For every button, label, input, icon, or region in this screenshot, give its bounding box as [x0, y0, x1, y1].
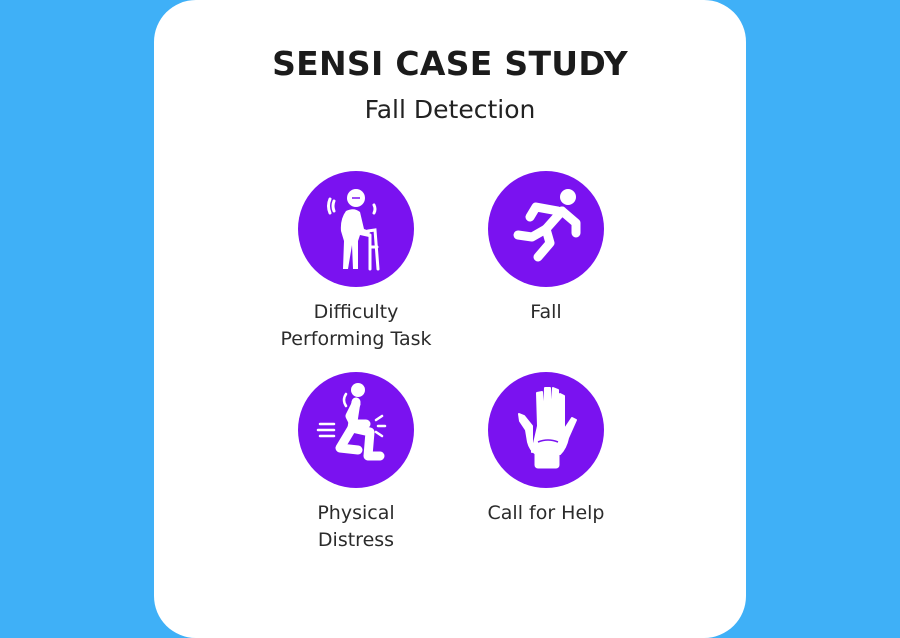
feature-label: Fall	[436, 299, 656, 326]
falling-person-icon	[488, 171, 604, 287]
feature-label: Physical Distress	[246, 500, 466, 554]
feature-label-line: Call for Help	[487, 502, 605, 524]
raised-hand-icon	[488, 372, 604, 488]
feature-label-line: Performing Task	[280, 328, 432, 350]
feature-label-line: Distress	[317, 529, 395, 551]
feature-label: Difficulty Performing Task	[246, 299, 466, 353]
page-title: SENSI CASE STUDY	[272, 44, 628, 83]
feature-label-line: Difficulty	[313, 301, 399, 323]
feature-label-line: Fall	[530, 301, 562, 323]
page-subtitle: Fall Detection	[364, 95, 536, 124]
feature-label-line: Physical	[317, 502, 395, 524]
info-card: SENSI CASE STUDY Fall Detection	[154, 0, 746, 638]
feature-label: Call for Help	[436, 500, 656, 527]
knee-pain-icon	[298, 372, 414, 488]
elderly-walker-icon	[298, 171, 414, 287]
